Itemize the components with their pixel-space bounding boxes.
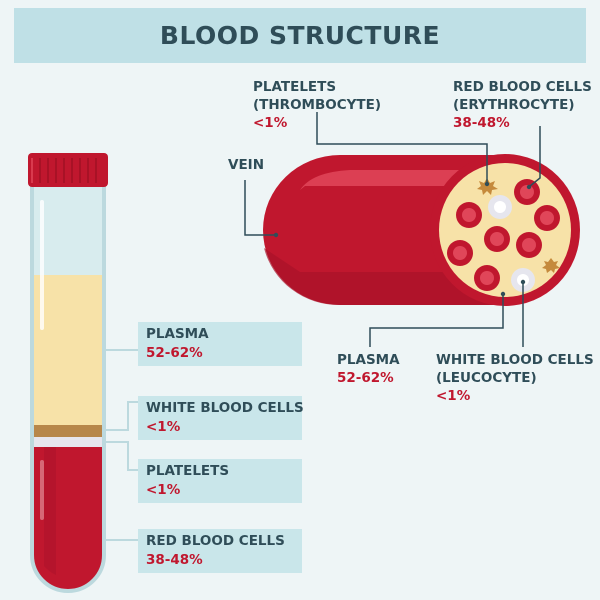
label-box-platelets: PLATELETS <1%	[138, 459, 302, 503]
vessel-plasma-label: PLASMA 52-62%	[337, 351, 400, 387]
tube-platelet-layer	[32, 437, 104, 447]
tube-white-cell-layer	[32, 425, 104, 437]
vessel-platelets-line2: (THROMBOCYTE)	[253, 97, 382, 113]
vein-label: VEIN	[228, 157, 264, 173]
vessel-platelets-value: <1%	[253, 115, 288, 131]
label-plasma-value: 52-62%	[146, 345, 203, 361]
test-tube	[28, 153, 108, 593]
vessel-white-value: <1%	[436, 388, 471, 404]
page-title: BLOOD STRUCTURE	[159, 21, 441, 50]
tube-glass-outline	[30, 186, 106, 593]
label-rbc-value: 38-48%	[146, 552, 203, 568]
platelets	[477, 178, 560, 273]
vessel-white-cells-label: WHITE BLOOD CELLS (LEUCOCYTE) <1%	[436, 351, 594, 405]
label-plasma-name: PLASMA	[146, 326, 209, 342]
vessel-plasma-line1: PLASMA	[337, 352, 400, 368]
vessel-red-line2: (ERYTHROCYTE)	[453, 97, 575, 113]
vessel-red-cells-label: RED BLOOD CELLS (ERYTHROCYTE) 38-48%	[453, 78, 592, 132]
red-blood-cells	[447, 179, 560, 291]
label-wbc-value: <1%	[146, 419, 181, 435]
vessel-white-line1: WHITE BLOOD CELLS	[436, 352, 594, 368]
vessel-white-line2: (LEUCOCYTE)	[436, 370, 537, 386]
tube-connectors	[104, 349, 138, 541]
vessel-leaders	[244, 112, 541, 347]
tube-empty-glass	[32, 186, 104, 275]
blood-vessel	[263, 154, 580, 306]
label-rbc-name: RED BLOOD CELLS	[146, 533, 285, 549]
vessel-red-value: 38-48%	[453, 115, 510, 131]
title-bar: BLOOD STRUCTURE	[14, 8, 586, 63]
label-platelets-name: PLATELETS	[146, 463, 230, 479]
label-box-plasma: PLASMA 52-62%	[138, 322, 302, 366]
vessel-platelets-line1: PLATELETS	[253, 79, 337, 95]
vessel-platelets-label: PLATELETS (THROMBOCYTE) <1%	[253, 78, 381, 132]
vessel-plasma-value: 52-62%	[337, 370, 394, 386]
label-platelets-value: <1%	[146, 482, 181, 498]
label-wbc-name: WHITE BLOOD CELLS	[146, 400, 304, 416]
label-box-white-blood-cells: WHITE BLOOD CELLS <1%	[138, 396, 304, 440]
vessel-red-line1: RED BLOOD CELLS	[453, 79, 592, 95]
label-box-red-blood-cells: RED BLOOD CELLS 38-48%	[138, 529, 302, 573]
